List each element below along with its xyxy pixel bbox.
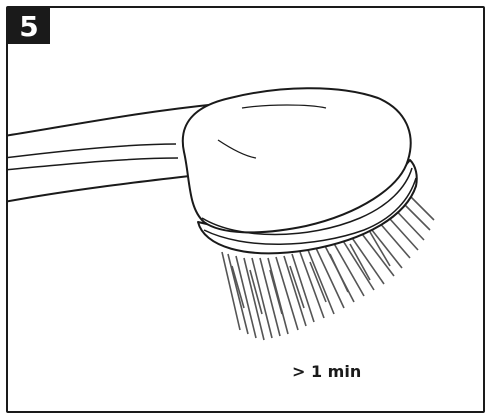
duration-label: > 1 min <box>292 362 361 381</box>
instruction-panel: 5 <box>6 6 485 413</box>
shower-head-illustration <box>8 8 483 411</box>
